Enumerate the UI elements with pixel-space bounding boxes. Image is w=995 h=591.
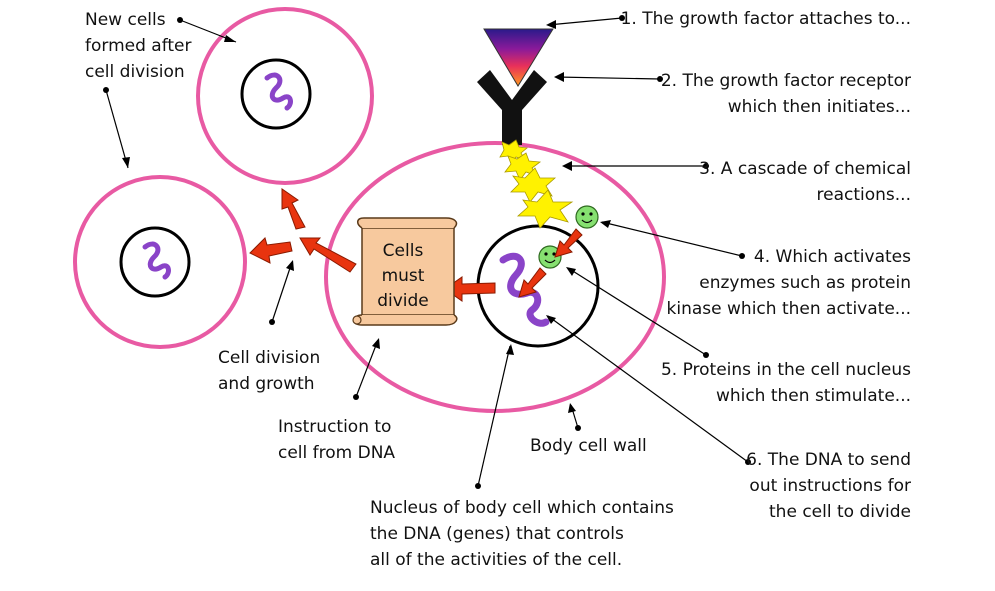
new-cell-top	[196, 7, 374, 185]
arrow-scroll-to-split	[299, 237, 357, 273]
label-step-1-line-1: 1. The growth factor attaches to...	[621, 9, 911, 29]
cascade-star-4	[516, 189, 574, 229]
arrow-nucleus-to-dna	[518, 267, 547, 298]
cascade-star-3	[510, 167, 557, 203]
label-step-4-line-2: enzymes such as protein	[699, 273, 911, 293]
label-nucleus-line-1: Nucleus of body cell which contains	[370, 498, 674, 518]
leader-lines	[103, 15, 751, 489]
label-nucleus: Nucleus of body cell which contains the …	[370, 498, 674, 570]
label-step-3: 3. A cascade of chemical reactions...	[699, 159, 911, 205]
nucleus-body-cell	[476, 224, 600, 348]
label-cell-division: Cell division and growth	[218, 348, 320, 394]
label-instruction-line-1: Instruction to	[278, 417, 391, 437]
nucleus-left-cell	[119, 226, 191, 298]
label-step-4-line-1: 4. Which activates	[754, 247, 911, 267]
chemical-cascade	[499, 139, 574, 229]
label-body-cell-wall: Body cell wall	[530, 436, 647, 456]
red-arrows	[249, 188, 583, 302]
label-instruction-line-2: cell from DNA	[278, 443, 395, 463]
growth-factor-receptor	[477, 70, 547, 145]
label-step-2-line-2: which then initiates...	[728, 97, 911, 117]
dna-left-cell	[142, 241, 171, 280]
arrow-to-left-cell	[249, 237, 293, 264]
label-step-4-line-3: kinase which then activate...	[667, 299, 911, 319]
scroll-text-line-3: divide	[377, 291, 429, 311]
label-step-6-line-3: the cell to divide	[769, 502, 911, 522]
arrow-to-top-cell	[281, 188, 306, 230]
label-step-6-line-2: out instructions for	[749, 476, 911, 496]
enzyme-smiley-2	[538, 245, 562, 269]
label-step-4: 4. Which activates enzymes such as prote…	[667, 247, 912, 319]
label-step-5: 5. Proteins in the cell nucleus which th…	[661, 360, 911, 406]
label-step-2-line-1: 2. The growth factor receptor	[661, 71, 911, 91]
label-cell-division-line-2: and growth	[218, 374, 315, 394]
label-step-6-line-1: 6. The DNA to send	[746, 450, 911, 470]
arrow-enzyme-to-nucleus	[554, 228, 583, 258]
label-instruction: Instruction to cell from DNA	[278, 417, 395, 463]
label-nucleus-line-2: the DNA (genes) that controls	[370, 524, 624, 544]
enzyme-smiley-1	[575, 205, 599, 229]
label-step-5-line-2: which then stimulate...	[716, 386, 911, 406]
label-new-cells-line-1: New cells	[85, 10, 166, 30]
label-step-6: 6. The DNA to send out instructions for …	[746, 450, 911, 522]
label-step-3-line-2: reactions...	[817, 185, 911, 205]
label-new-cells: New cells formed after cell division	[85, 10, 192, 82]
nucleus-top-cell	[240, 58, 312, 130]
new-cell-left	[73, 175, 247, 349]
label-step-3-line-1: 3. A cascade of chemical	[699, 159, 911, 179]
label-cell-division-line-1: Cell division	[218, 348, 320, 368]
label-step-1: 1. The growth factor attaches to...	[621, 9, 911, 29]
label-new-cells-line-2: formed after	[85, 36, 192, 56]
label-new-cells-line-3: cell division	[85, 62, 185, 82]
growth-factor-triangle	[483, 28, 554, 87]
scroll-text-line-1: Cells	[383, 241, 424, 261]
label-step-5-line-1: 5. Proteins in the cell nucleus	[661, 360, 911, 380]
dna-top-cell	[264, 72, 293, 111]
label-nucleus-line-3: all of the activities of the cell.	[370, 550, 622, 570]
scroll-text-line-2: must	[382, 266, 425, 286]
instruction-scroll: Cells must divide	[352, 217, 458, 326]
label-body-cell-wall-line-1: Body cell wall	[530, 436, 647, 456]
label-step-2: 2. The growth factor receptor which then…	[661, 71, 911, 117]
